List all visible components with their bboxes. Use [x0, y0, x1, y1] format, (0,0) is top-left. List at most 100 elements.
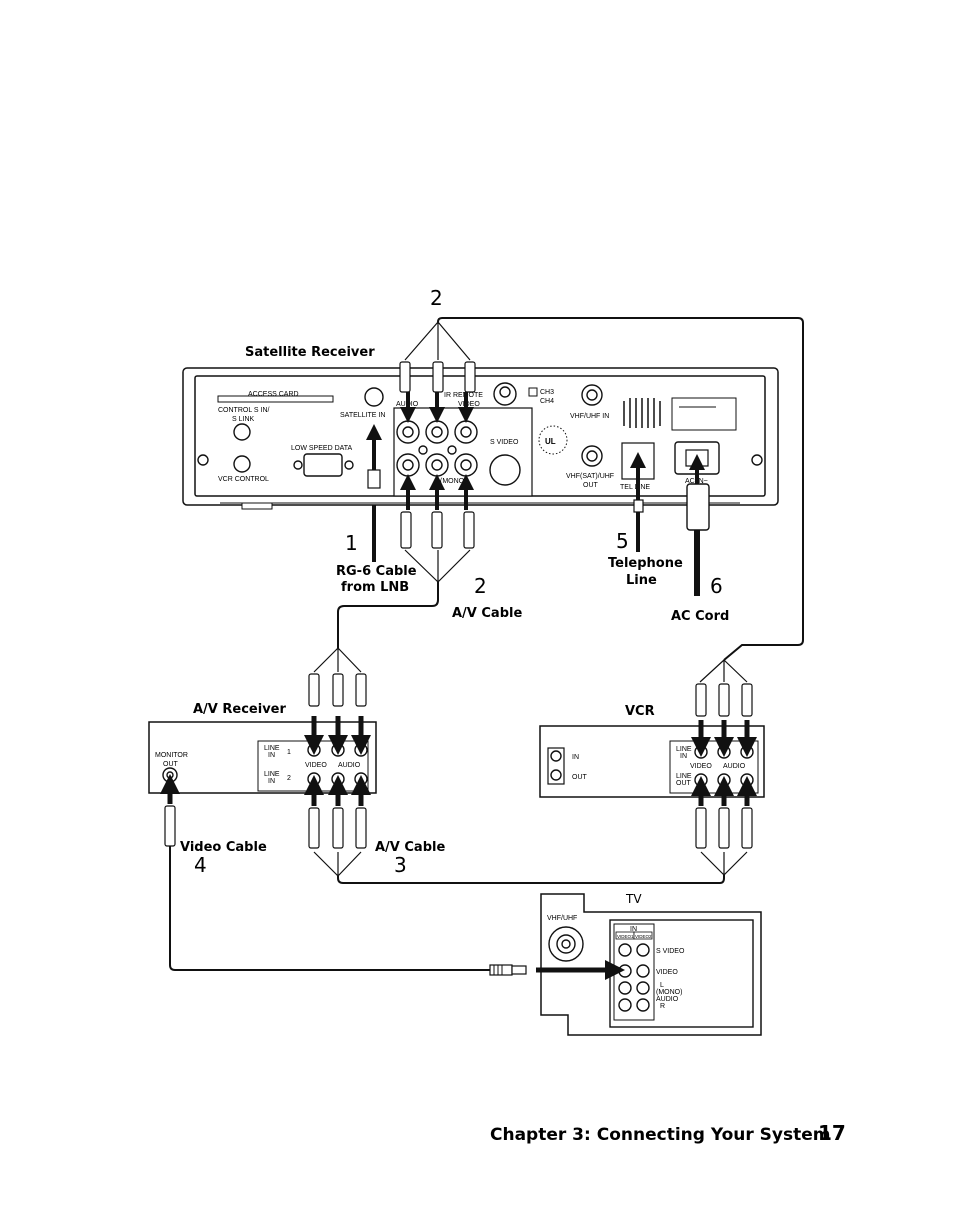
telephone-line-label: Telephone — [608, 556, 683, 571]
tv-video-plug — [489, 960, 625, 980]
tv-video-2-jack — [636, 964, 650, 978]
avr-line2-video-jack — [307, 772, 321, 786]
avr-line1-audio-r-jack — [354, 743, 368, 757]
rg6-connector — [367, 469, 381, 489]
tv-s-video-1-jack — [618, 943, 632, 957]
telephone-line-label-2: Line — [626, 573, 657, 588]
line-in-2-label-2: IN — [268, 778, 275, 785]
ac-plug — [686, 483, 710, 531]
s-link-label: S LINK — [232, 416, 255, 423]
av-cable-avr-to-vcr — [337, 875, 725, 884]
tv-audio-r-1-jack — [618, 998, 632, 1012]
ul-logo — [538, 425, 568, 455]
receiver-top-plugs — [399, 361, 476, 423]
ch4-label: CH4 — [540, 398, 554, 405]
avr-bottom-fan — [313, 851, 362, 877]
step-2-av: 2 — [474, 574, 487, 598]
av-cable-receiver-to-avr — [337, 582, 439, 648]
vcr-line-in-audio-r-jack — [740, 745, 754, 759]
vcr-top-fan — [699, 659, 748, 683]
av-cable-receiver-to-vcr — [437, 317, 804, 661]
tv-s-video-2-jack — [636, 943, 650, 957]
satellite-in-jack — [364, 387, 384, 407]
vcr-bottom-fan — [700, 851, 748, 876]
rg6-cable-label: RG-6 Cable — [336, 564, 417, 579]
vcr-line-out-label: LINE — [676, 773, 692, 780]
tv-vhf-uhf-label: VHF/UHF — [547, 915, 577, 922]
ac-cord-label: AC Cord — [671, 609, 729, 624]
avr-line2-audio-r-jack — [354, 772, 368, 786]
page-number: 17 — [818, 1121, 846, 1145]
line-in-1-label: LINE — [264, 745, 280, 752]
vcr-video-label: VIDEO — [690, 763, 712, 770]
s-video-label: S VIDEO — [490, 439, 519, 446]
tv-video-label: VIDEO — [656, 969, 678, 976]
vcr-plugs — [691, 683, 757, 849]
ir-remote-label: IR REMOTE — [444, 392, 483, 399]
tv-audio-label: AUDIO — [656, 996, 679, 1003]
tv-video-1-jack — [618, 964, 632, 978]
vent-slots — [623, 398, 661, 428]
tv-video1-label: VIDEO1 — [617, 934, 634, 939]
satellite-receiver-label: Satellite Receiver — [245, 345, 375, 360]
step-3: 3 — [394, 853, 407, 877]
vcr-line-in-label-2: IN — [680, 753, 687, 760]
tv-s-video-label: S VIDEO — [656, 948, 685, 955]
tel-line-label: TEL LINE — [620, 484, 650, 491]
video-cable-label: Video Cable — [180, 840, 267, 855]
low-speed-data-label: LOW SPEED DATA — [291, 445, 353, 452]
avr-line2-audio-l-jack — [331, 772, 345, 786]
tv-l-label: L — [660, 982, 664, 989]
step-4: 4 — [194, 853, 207, 877]
label-plate — [671, 397, 737, 431]
mono-label: (MONO) — [440, 478, 466, 485]
rg6-cable-label-2: from LNB — [341, 580, 409, 595]
step-2-top: 2 — [430, 286, 443, 310]
vcr-control-label: VCR CONTROL — [218, 476, 269, 483]
avr-line1-audio-l-jack — [331, 743, 345, 757]
ch3-ch4-switch — [528, 387, 538, 397]
avr-audio-label: AUDIO — [338, 762, 361, 769]
video-label: VIDEO — [458, 401, 480, 408]
step-6: 6 — [710, 574, 723, 598]
monitor-out-label: OUT — [163, 761, 179, 768]
tv-label: TV — [625, 892, 642, 906]
tv-r-label: R — [660, 1003, 665, 1010]
tv-audio-l-2-jack — [636, 981, 650, 995]
satellite-receiver: ACCESS CARD CONTROL S IN/ S LINK VCR CON… — [182, 367, 779, 510]
tv-audio-r-2-jack — [636, 998, 650, 1012]
vcr-rf-out-jack — [550, 769, 562, 781]
av-cable-bottom-fan — [404, 549, 471, 583]
vcr-audio-label: AUDIO — [723, 763, 746, 770]
vcr: IN OUT LINE IN VIDEO AUDIO LINE OUT — [539, 725, 765, 798]
ch3-label: CH3 — [540, 389, 554, 396]
telephone-connector — [633, 499, 644, 513]
receiver-bottom-plugs — [400, 474, 475, 549]
vhf-uhf-in-label: VHF/UHF IN — [570, 413, 609, 420]
line-in-1-num: 1 — [287, 749, 291, 756]
tv-audio-l-1-jack — [618, 981, 632, 995]
avr-video-label: VIDEO — [305, 762, 327, 769]
vcr-in-label: IN — [572, 754, 579, 761]
vcr-out-label: OUT — [572, 774, 588, 781]
vhf-sat-uhf-out-label: VHF(SAT)/UHF — [566, 473, 614, 480]
vcr-line-out-audio-l-jack — [717, 773, 731, 787]
vcr-line-in-audio-l-jack — [717, 745, 731, 759]
access-card-slot — [217, 395, 334, 403]
chapter-title: Chapter 3: Connecting Your System — [490, 1125, 830, 1145]
vcr-line-in-video-jack — [694, 745, 708, 759]
line-in-2-label: LINE — [264, 771, 280, 778]
control-s-jack — [233, 423, 251, 441]
low-speed-data-port — [303, 453, 343, 477]
control-s-in-label: CONTROL S IN/ — [218, 407, 270, 414]
vcr-rf-in-jack — [550, 750, 562, 762]
line-in-1-label-2: IN — [268, 752, 275, 759]
vhf-sat-uhf-out-label-2: OUT — [583, 482, 599, 489]
av-cable-bottom-label: A/V Cable — [375, 840, 445, 855]
av-cable-top-fan — [404, 321, 471, 361]
vcr-line-out-audio-r-jack — [740, 773, 754, 787]
tv: VHF/UHF IN VIDEO1 VIDEO2 S VIDEO VIDEO L… — [540, 893, 762, 1036]
vcr-line-in-label: LINE — [676, 746, 692, 753]
